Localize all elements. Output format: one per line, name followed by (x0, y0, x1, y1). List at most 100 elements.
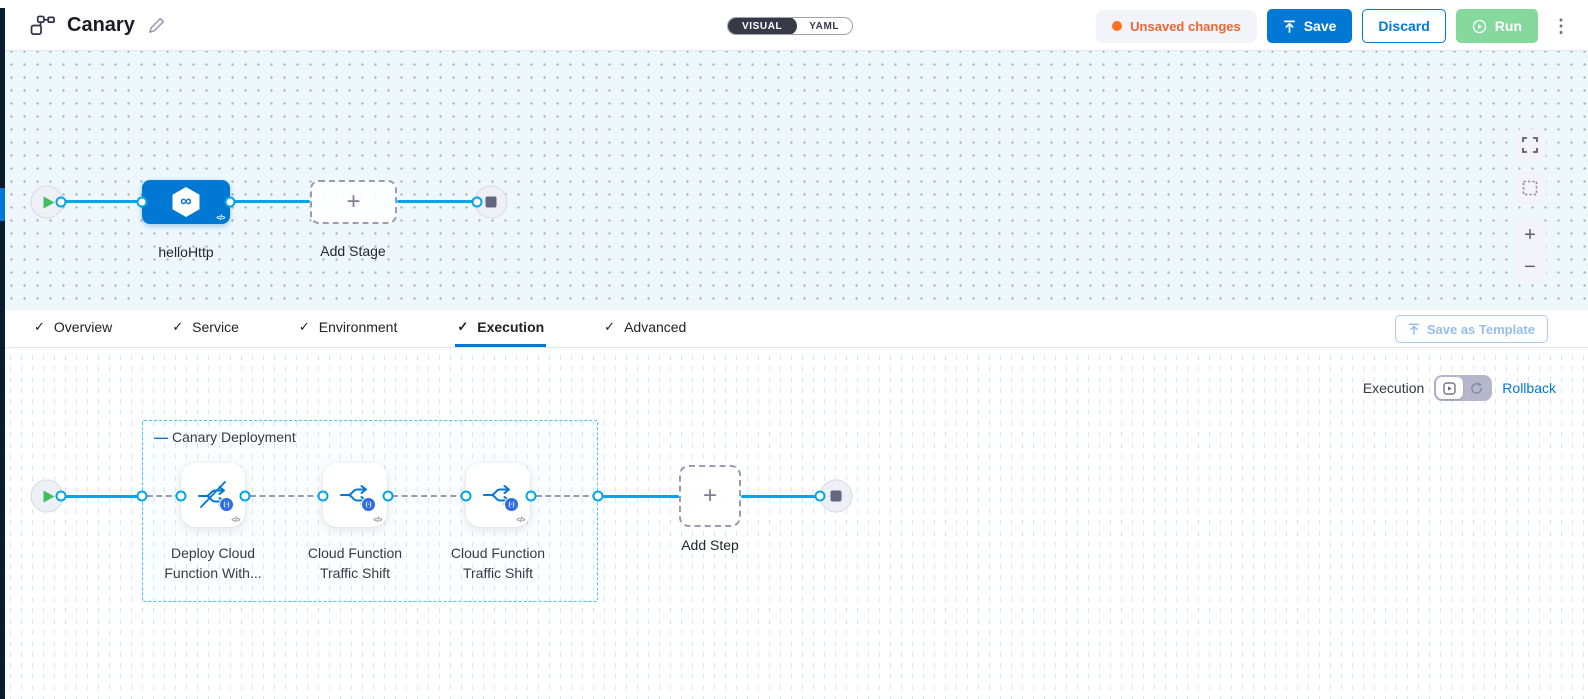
step-name-line1: Cloud Function (450, 545, 546, 561)
tab-label: Service (192, 319, 239, 335)
add-stage-label: Add Stage (320, 243, 386, 259)
tab-label: Execution (477, 319, 545, 335)
step-deploy-cloud-function[interactable]: (-) </> (181, 463, 245, 527)
toggle-visual[interactable]: VISUAL (728, 18, 798, 34)
dashed-connector (250, 495, 323, 497)
deploy-no-traffic-icon (196, 480, 230, 510)
check-icon: ✓ (604, 319, 616, 334)
add-stage-button[interactable]: + (310, 180, 397, 224)
tab-advanced[interactable]: ✓ Advanced (602, 310, 688, 347)
cloud-function-badge-icon: (-) (504, 497, 519, 512)
toggle-yaml[interactable]: YAML (809, 20, 840, 32)
connector-line (64, 495, 142, 498)
step-traffic-shift-2[interactable]: (-) </> (466, 463, 530, 527)
discard-button[interactable]: Discard (1362, 9, 1446, 43)
connector-port[interactable] (55, 490, 67, 502)
connector-port[interactable] (525, 490, 537, 502)
stop-icon (830, 490, 842, 502)
save-as-template-button[interactable]: Save as Template (1394, 315, 1548, 343)
tab-execution[interactable]: ✓ Execution (455, 310, 547, 347)
execution-end-node[interactable] (819, 479, 853, 513)
upload-icon (1408, 323, 1420, 335)
step-name-label: Deploy Cloud Function With... (138, 543, 288, 583)
code-icon: </> (516, 517, 525, 524)
execution-rollback-toggle (1434, 375, 1493, 401)
header-bar: Canary VISUAL YAML Unsaved changes (0, 0, 1588, 51)
connector-port[interactable] (592, 490, 604, 502)
connector-port[interactable] (239, 490, 251, 502)
step-traffic-shift-1[interactable]: (-) </> (323, 463, 387, 527)
connector-port[interactable] (55, 196, 67, 208)
cloud-function-badge-icon: (-) (219, 497, 234, 512)
add-step-label: Add Step (681, 537, 739, 553)
run-view-icon (1443, 381, 1456, 395)
connector-line (64, 200, 142, 203)
connector-port[interactable] (136, 196, 148, 208)
connector-port[interactable] (224, 196, 236, 208)
step-name-line2: Traffic Shift (319, 565, 391, 581)
tab-overview[interactable]: ✓ Overview (32, 310, 114, 347)
rollback-mode-button[interactable] (1463, 377, 1490, 399)
connector-line (741, 495, 818, 498)
pipeline-title: Canary (67, 14, 135, 36)
left-rail[interactable] (0, 8, 5, 699)
fit-to-screen-button[interactable] (1514, 172, 1546, 204)
execution-canvas[interactable]: Execution (0, 349, 1588, 699)
view-mode-toggle: VISUAL YAML (727, 17, 854, 35)
discard-button-label: Discard (1378, 18, 1430, 34)
zoom-in-button[interactable]: + (1524, 223, 1536, 246)
stage-node-hellohttp[interactable]: ∞ </> (142, 180, 230, 224)
group-title: Canary Deployment (172, 429, 296, 445)
step-name-label: Cloud Function Traffic Shift (423, 543, 573, 583)
step-name-line1: Deploy Cloud (170, 545, 256, 561)
cloud-function-badge-icon: (-) (361, 497, 376, 512)
code-icon: </> (216, 215, 225, 222)
step-name-line2: Function With... (164, 565, 262, 581)
zoom-out-button[interactable]: − (1524, 255, 1536, 278)
unsaved-dot-icon (1112, 21, 1123, 31)
run-button[interactable]: Run (1455, 9, 1538, 43)
canary-deployment-group[interactable] (142, 420, 598, 602)
connector-line (397, 200, 475, 203)
deploy-stage-icon: ∞ (172, 187, 200, 217)
plus-icon: + (702, 482, 717, 509)
stage-name-label: helloHttp (158, 244, 214, 260)
tab-environment[interactable]: ✓ Environment (297, 310, 400, 347)
execution-mode-button[interactable] (1436, 377, 1464, 399)
left-rail-active-segment (0, 188, 5, 221)
connector-port[interactable] (814, 490, 826, 502)
stage-tabbar: ✓ Overview ✓ Service ✓ Environment ✓ Exe… (0, 310, 1588, 348)
connector-port[interactable] (175, 490, 187, 502)
dashed-connector (147, 495, 181, 497)
play-icon (43, 196, 55, 208)
execution-mode-label: Execution (1362, 380, 1425, 396)
check-icon: ✓ (298, 319, 310, 334)
step-name-line2: Traffic Shift (462, 565, 534, 581)
selection-box-icon (1522, 180, 1538, 196)
rollback-link[interactable]: Rollback (1502, 380, 1556, 396)
fullscreen-button[interactable] (1514, 129, 1546, 161)
add-step-button[interactable]: + (679, 465, 741, 527)
execution-start-node[interactable] (30, 479, 64, 513)
tab-label: Overview (53, 319, 113, 335)
connector-port[interactable] (382, 490, 394, 502)
connector-port[interactable] (136, 490, 148, 502)
fullscreen-icon (1522, 137, 1538, 153)
stage-canvas[interactable]: ∞ </> helloHttp + Add Stage (0, 51, 1588, 310)
edit-pencil-icon[interactable] (147, 16, 166, 35)
connector-port[interactable] (317, 490, 329, 502)
code-icon: </> (231, 517, 240, 524)
collapse-dash-icon[interactable]: — (154, 429, 168, 445)
code-icon: </> (373, 517, 382, 524)
save-button[interactable]: Save (1266, 9, 1353, 43)
tab-service[interactable]: ✓ Service (170, 310, 241, 347)
tab-label: Environment (318, 319, 398, 335)
check-icon: ✓ (172, 319, 184, 334)
connector-port[interactable] (460, 490, 472, 502)
more-options-icon[interactable]: ⋮ (1552, 16, 1570, 36)
tab-label: Advanced (624, 319, 687, 335)
dashed-connector (392, 495, 466, 497)
connector-port[interactable] (471, 196, 483, 208)
step-name-label: Cloud Function Traffic Shift (280, 543, 430, 583)
